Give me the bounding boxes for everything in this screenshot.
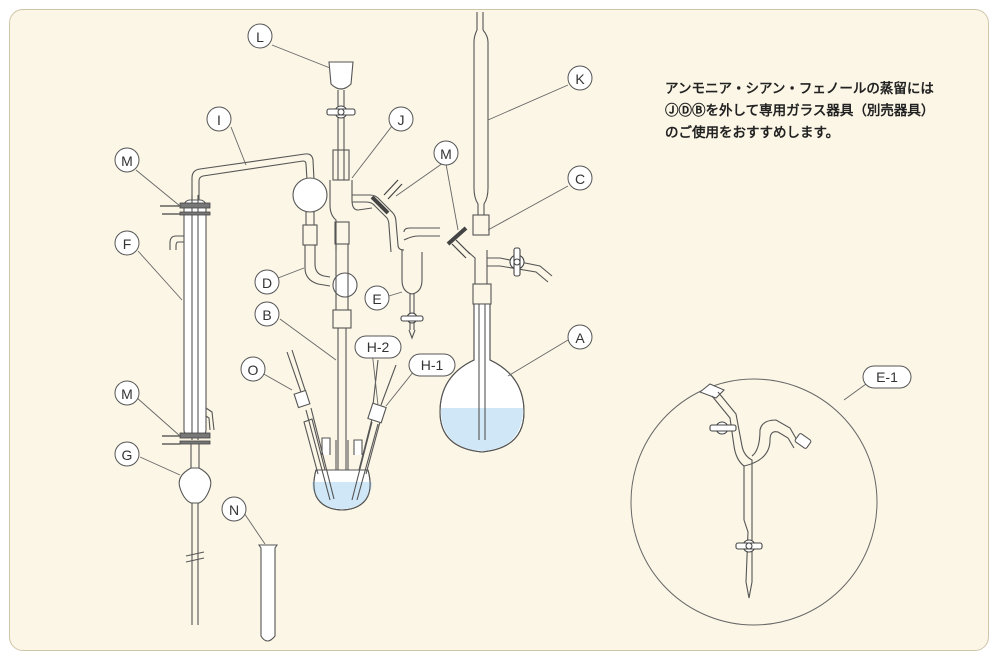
stopcock-e1-bottom: [735, 539, 763, 553]
column-b: [332, 244, 352, 490]
burette-k: [473, 12, 489, 215]
trap-e: [400, 227, 440, 340]
connecting-tube-i: [191, 153, 315, 200]
usage-note-line-3: のご使用をおすすめします。: [665, 125, 840, 141]
label-b: B: [254, 301, 280, 327]
svg-text:D: D: [262, 275, 272, 291]
svg-text:H-2: H-2: [367, 339, 390, 355]
leader-lines: [135, 44, 867, 545]
adapter-c: [465, 214, 553, 305]
funnel-l: [326, 61, 356, 180]
inset-e1: [630, 378, 878, 626]
svg-text:M: M: [121, 386, 133, 402]
label-m-bottom-left: M: [114, 380, 140, 406]
trap-d: [292, 177, 358, 298]
svg-text:G: G: [122, 447, 133, 463]
condenser-f: [169, 195, 215, 440]
svg-text:I: I: [217, 112, 221, 128]
tubes-h: [351, 359, 397, 501]
svg-text:H-1: H-1: [421, 357, 444, 373]
svg-text:O: O: [248, 362, 259, 378]
svg-text:E-1: E-1: [876, 369, 898, 385]
label-c: C: [567, 165, 593, 191]
label-n: N: [221, 496, 247, 522]
label-l: L: [247, 23, 273, 49]
svg-text:J: J: [398, 112, 405, 128]
distilling-flask: [303, 418, 381, 511]
stopcock-c: [509, 247, 525, 277]
clamp-m-right: [446, 226, 471, 259]
svg-text:N: N: [229, 502, 239, 518]
label-d: D: [254, 269, 280, 295]
clamp-m-middle: [370, 179, 403, 215]
usage-note-line-1: アンモニア・シアン・フェノールの蒸留には: [665, 81, 934, 97]
label-k: K: [567, 65, 593, 91]
label-a: A: [567, 324, 593, 350]
tube-o: [286, 349, 335, 501]
svg-text:M: M: [440, 146, 452, 162]
receiver-g: [178, 444, 212, 625]
adapter-j: [329, 149, 373, 250]
svg-text:M: M: [121, 153, 133, 169]
svg-text:K: K: [575, 71, 585, 87]
stopcock-l: [326, 105, 356, 119]
svg-text:C: C: [575, 171, 585, 187]
usage-note: アンモニア・シアン・フェノールの蒸留には ⒿⒹⒷを外して専用ガラス器具（別売器具…: [665, 78, 985, 144]
label-j: J: [388, 106, 414, 132]
label-i: I: [206, 106, 232, 132]
stopcock-e: [400, 312, 424, 324]
test-tube-n: [257, 544, 279, 642]
stopcock-e1-top: [709, 421, 737, 435]
flask-a: [439, 303, 525, 453]
label-m-center: M: [433, 140, 459, 166]
usage-note-line-2: ⒿⒹⒷを外して専用ガラス器具（別売器具）: [665, 103, 935, 119]
label-f: F: [114, 230, 140, 256]
side-arm-je: [352, 179, 405, 253]
clamp-m-bottom: [162, 432, 211, 445]
svg-text:F: F: [123, 236, 132, 252]
label-e1: E-1: [862, 365, 912, 389]
svg-text:A: A: [575, 330, 585, 346]
label-g: G: [114, 441, 140, 467]
label-h2: H-2: [354, 335, 402, 359]
label-o: O: [240, 356, 266, 382]
label-m-top-left: M: [114, 147, 140, 173]
svg-text:B: B: [262, 307, 271, 323]
svg-text:E: E: [372, 291, 381, 307]
svg-text:L: L: [256, 29, 264, 45]
label-e: E: [364, 285, 390, 311]
label-h1: H-1: [408, 353, 456, 377]
